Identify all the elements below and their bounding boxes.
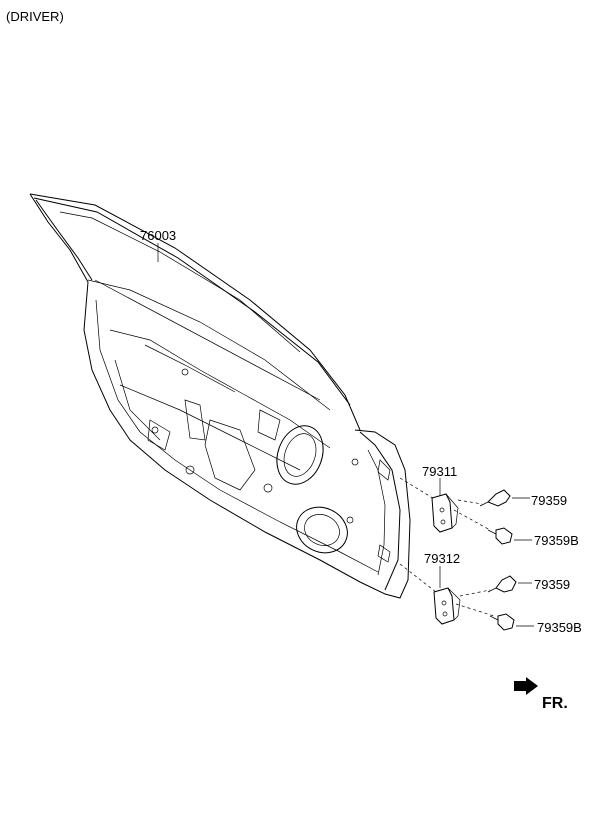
lower-hinge-part (433, 587, 461, 625)
part-label-79359-lower: 79359 (534, 577, 571, 592)
bolt-upper-a (479, 489, 511, 507)
front-arrow-icon (514, 677, 538, 695)
part-label-79312: 79312 (424, 551, 461, 566)
variant-label: (DRIVER) (6, 9, 64, 24)
front-direction-label: FR. (542, 695, 568, 712)
part-label-79359-upper: 79359 (531, 493, 568, 508)
part-label-79311: 79311 (422, 464, 458, 479)
part-label-76003: 76003 (140, 228, 177, 243)
bolt-lower-b (489, 613, 515, 631)
door-inner-panel (83, 281, 411, 599)
part-label-79359B-upper: 79359B (534, 533, 579, 548)
part-label-79359B-lower: 79359B (537, 620, 582, 635)
upper-hinge-part (431, 493, 459, 533)
bolt-lower-a (487, 575, 517, 593)
bolt-upper-b (487, 527, 513, 545)
leader-lines (157, 243, 534, 627)
door-frame (29, 193, 361, 431)
